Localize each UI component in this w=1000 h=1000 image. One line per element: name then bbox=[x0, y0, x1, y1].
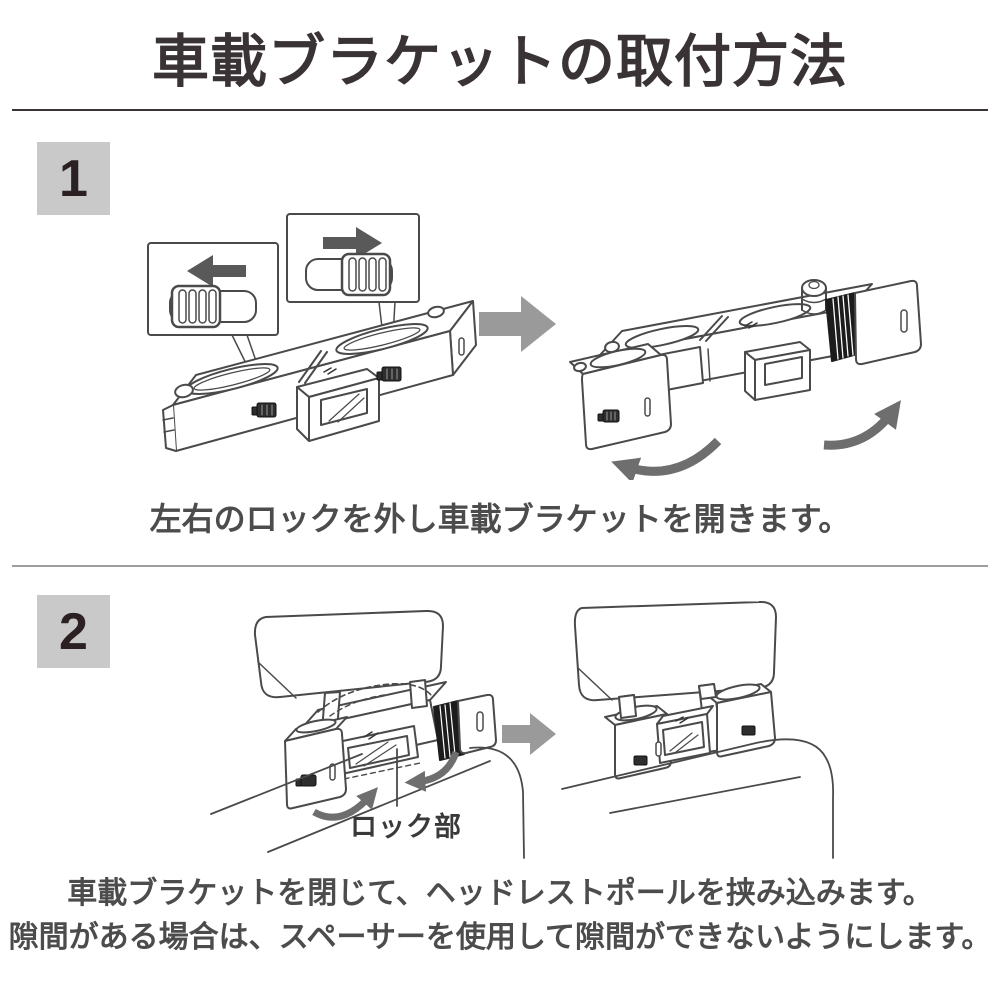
transition-arrow-icon bbox=[502, 713, 556, 755]
right-box-front bbox=[716, 691, 776, 758]
step2-caption-line2: 隙間がある場合は、スペーサーを使用して隙間ができないようにします。 bbox=[8, 921, 992, 954]
lock-knob bbox=[597, 409, 620, 423]
step1-illustration bbox=[147, 213, 922, 480]
step2-number: 2 bbox=[59, 602, 88, 661]
seat-top-line bbox=[609, 776, 801, 814]
step1-badge: 1 bbox=[37, 142, 110, 215]
step2-badge: 2 bbox=[37, 595, 110, 668]
step2-illustration bbox=[210, 600, 835, 859]
pole-slot bbox=[295, 718, 337, 734]
pole-slot bbox=[589, 347, 647, 369]
pole-slot bbox=[738, 303, 812, 327]
page-title: 車載ブラケットの取付方法 bbox=[152, 30, 848, 94]
arrow-left-icon bbox=[187, 255, 246, 287]
callout-slide-left bbox=[147, 242, 279, 336]
transition-arrow-icon bbox=[479, 296, 556, 352]
bracket-left-cap bbox=[162, 404, 177, 452]
mount-hole bbox=[347, 735, 410, 769]
rotate-close-arrow-right bbox=[404, 750, 460, 792]
rotate-close-arrow-left bbox=[312, 787, 378, 821]
seat-top-lines bbox=[210, 753, 491, 853]
body-seam bbox=[699, 315, 729, 342]
right-wing bbox=[854, 279, 922, 366]
left-wing-front bbox=[284, 727, 347, 810]
headrest-open-bracket-drawing bbox=[210, 609, 525, 859]
lock-knob bbox=[741, 725, 756, 736]
slider-knob bbox=[170, 284, 222, 329]
title-divider bbox=[12, 109, 988, 111]
mount-hole bbox=[764, 356, 803, 386]
headrest-pole-right bbox=[409, 679, 428, 709]
closed-bracket-drawing bbox=[162, 300, 477, 452]
seat-edge bbox=[561, 738, 835, 859]
mount-hole bbox=[662, 721, 705, 756]
step2-caption-line1: 車載ブラケットを閉じて、ヘッドレストポールを挟み込みます。 bbox=[67, 877, 933, 910]
rotate-open-arrow-left bbox=[611, 437, 722, 480]
pole-slot bbox=[624, 325, 700, 349]
seat-edge bbox=[469, 746, 525, 859]
lock-knob-right bbox=[376, 366, 402, 382]
lock-knob bbox=[633, 755, 648, 766]
headrest-closed-bracket-drawing bbox=[561, 600, 835, 859]
section-divider bbox=[12, 565, 988, 567]
arrow-right-icon bbox=[323, 227, 382, 259]
opened-bracket-drawing bbox=[569, 279, 922, 451]
lock-knob-left bbox=[251, 402, 277, 418]
lock-part-label: ロック部 bbox=[350, 812, 462, 842]
body-seam bbox=[298, 350, 328, 384]
left-wing-front bbox=[581, 353, 672, 451]
slider-knob bbox=[340, 252, 392, 297]
step1-caption: 左右のロックを外し車載ブラケットを開きます。 bbox=[149, 501, 851, 537]
step1-number: 1 bbox=[59, 149, 88, 208]
rotate-open-arrow-right bbox=[823, 400, 901, 450]
callout-slide-right bbox=[286, 213, 420, 303]
lock-lid-dashed bbox=[317, 682, 433, 713]
